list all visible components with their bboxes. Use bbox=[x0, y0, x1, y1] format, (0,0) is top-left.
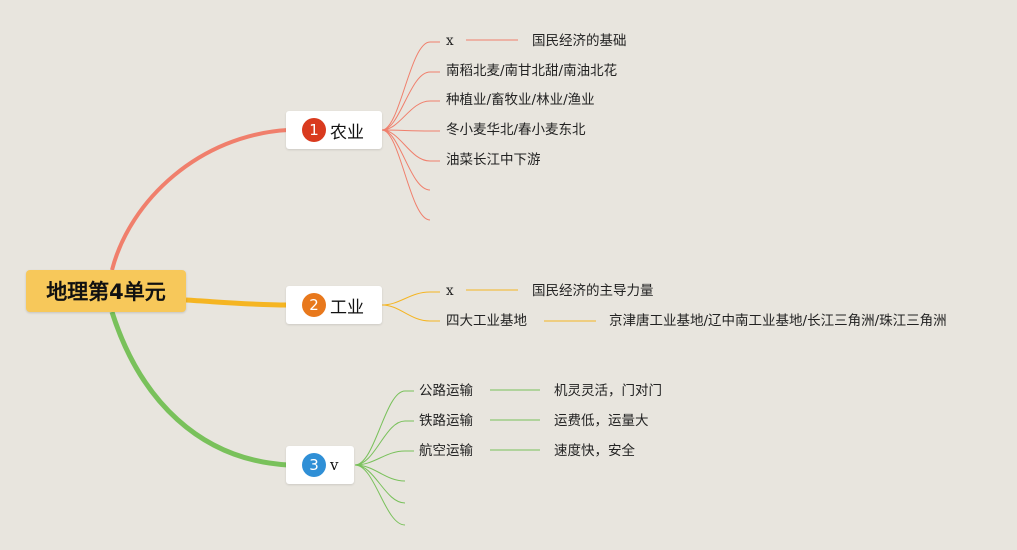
subtopic-transport-3-detail[interactable]: 速度快，安全 bbox=[554, 443, 635, 459]
subtopic-agri-1[interactable]: x bbox=[446, 33, 454, 49]
root-topic-label: 地理第4单元 bbox=[46, 280, 166, 304]
root-topic[interactable]: 地理第4单元 bbox=[26, 270, 186, 312]
subtopic-industry-2-detail[interactable]: 京津唐工业基地/辽中南工业基地/长江三角洲/珠江三角洲 bbox=[609, 313, 947, 329]
subtopic-transport-1-detail[interactable]: 机灵灵活，门对门 bbox=[554, 383, 662, 399]
topic-agriculture[interactable]: 1 农业 bbox=[286, 111, 382, 149]
subtopic-agri-3[interactable]: 种植业/畜牧业/林业/渔业 bbox=[446, 92, 595, 108]
topic-agriculture-label: 农业 bbox=[330, 122, 364, 143]
badge-1: 1 bbox=[302, 118, 326, 142]
topic-industry[interactable]: 2 工业 bbox=[286, 286, 382, 324]
transport-sub-lines bbox=[354, 389, 540, 526]
subtopic-agri-4[interactable]: 冬小麦华北/春小麦东北 bbox=[446, 122, 586, 138]
subtopic-transport-3[interactable]: 航空运输 bbox=[419, 443, 473, 459]
subtopic-transport-1[interactable]: 公路运输 bbox=[419, 383, 473, 399]
subtopic-agri-1-detail[interactable]: 国民经济的基础 bbox=[532, 33, 627, 49]
industry-sub-lines bbox=[381, 289, 596, 322]
badge-2: 2 bbox=[302, 293, 326, 317]
branch-line-agriculture bbox=[110, 128, 289, 271]
subtopic-agri-5[interactable]: 油菜长江中下游 bbox=[446, 152, 541, 168]
subtopic-industry-1[interactable]: x bbox=[446, 283, 454, 299]
topic-transport[interactable]: 3 v bbox=[286, 446, 354, 484]
branch-line-transport bbox=[109, 311, 289, 468]
branch-line-industry bbox=[185, 297, 289, 308]
topic-industry-label: 工业 bbox=[330, 297, 364, 318]
subtopic-industry-1-detail[interactable]: 国民经济的主导力量 bbox=[532, 283, 654, 299]
subtopic-industry-2[interactable]: 四大工业基地 bbox=[446, 313, 527, 329]
subtopic-agri-2[interactable]: 南稻北麦/南甘北甜/南油北花 bbox=[446, 63, 618, 79]
subtopic-transport-2[interactable]: 铁路运输 bbox=[419, 413, 473, 429]
subtopic-transport-2-detail[interactable]: 运费低，运量大 bbox=[554, 413, 649, 429]
agriculture-sub-lines bbox=[381, 39, 518, 221]
badge-3: 3 bbox=[302, 453, 326, 477]
topic-transport-label: v bbox=[330, 456, 339, 474]
